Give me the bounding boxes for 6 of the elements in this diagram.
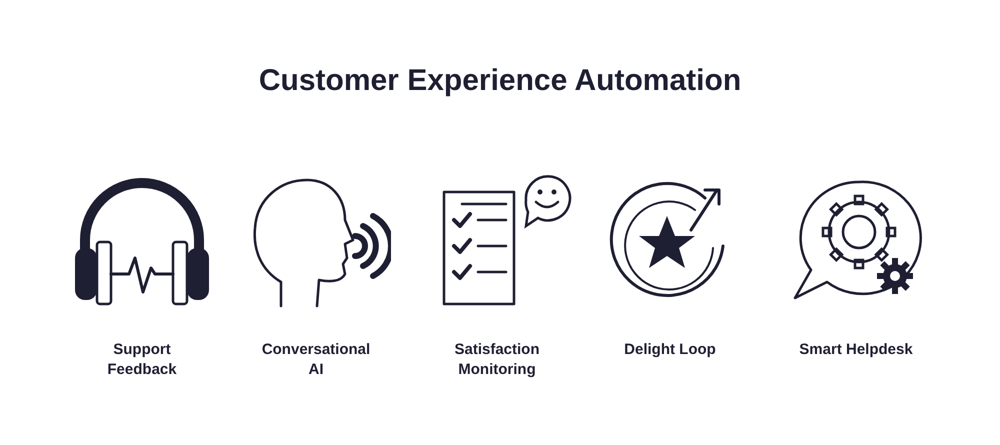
icon-label: Conversational AI xyxy=(260,340,372,380)
icon-label: Delight Loop xyxy=(623,340,717,360)
icon-label: Support Feedback xyxy=(106,340,178,380)
icon-label: Satisfaction Monitoring xyxy=(453,340,541,380)
icon-label: Smart Helpdesk xyxy=(798,340,914,360)
title: Customer Experience Automation xyxy=(258,63,742,99)
